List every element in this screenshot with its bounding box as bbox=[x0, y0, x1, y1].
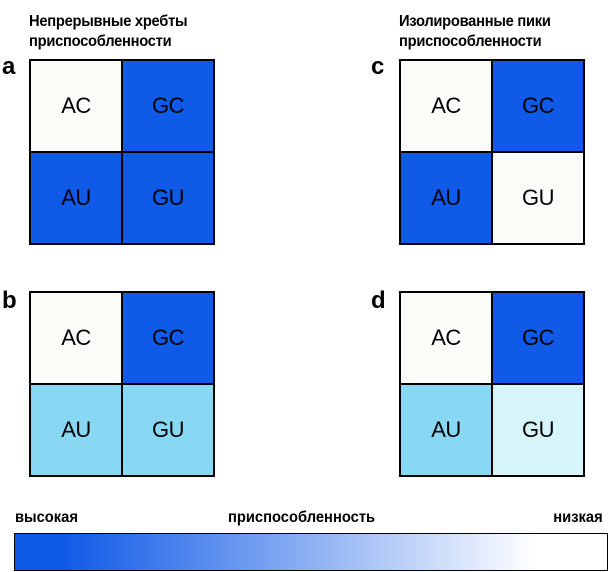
panel-letter-b: b bbox=[2, 287, 17, 314]
cell-gc: GC bbox=[493, 293, 583, 383]
cell-ac: AC bbox=[401, 61, 491, 151]
cell-gu: GU bbox=[123, 385, 213, 475]
cell-ac: AC bbox=[401, 293, 491, 383]
panel-d-grid: AC GC AU GU bbox=[399, 291, 585, 477]
cell-au: AU bbox=[31, 385, 121, 475]
right-title-line-1: Изолированные пики bbox=[399, 13, 551, 30]
panel-b-grid: AC GC AU GU bbox=[29, 291, 215, 477]
left-column-title: Непрерывные хребты приспособленности bbox=[29, 12, 188, 52]
cell-gu: GU bbox=[493, 385, 583, 475]
right-column-title: Изолированные пики приспособленности bbox=[399, 12, 551, 52]
cell-au: AU bbox=[401, 153, 491, 243]
cell-gu: GU bbox=[493, 153, 583, 243]
cell-au: AU bbox=[401, 385, 491, 475]
legend-low-label: низкая bbox=[553, 509, 603, 526]
cell-gc: GC bbox=[123, 61, 213, 151]
cell-ac: AC bbox=[31, 293, 121, 383]
panel-a-grid: AC GC AU GU bbox=[29, 59, 215, 245]
panel-letter-c: c bbox=[371, 53, 385, 80]
legend-middle-label: приспособленность bbox=[228, 509, 376, 526]
right-title-line-2: приспособленности bbox=[399, 33, 542, 50]
panel-letter-a: a bbox=[2, 53, 16, 80]
left-title-line-2: приспособленности bbox=[29, 33, 172, 50]
legend-high-label: высокая bbox=[15, 509, 78, 526]
cell-gu: GU bbox=[123, 153, 213, 243]
cell-gc: GC bbox=[493, 61, 583, 151]
panel-letter-d: d bbox=[371, 287, 386, 314]
cell-au: AU bbox=[31, 153, 121, 243]
fitness-gradient-bar bbox=[14, 533, 608, 571]
cell-ac: AC bbox=[31, 61, 121, 151]
left-title-line-1: Непрерывные хребты bbox=[29, 13, 188, 30]
cell-gc: GC bbox=[123, 293, 213, 383]
panel-c-grid: AC GC AU GU bbox=[399, 59, 585, 245]
